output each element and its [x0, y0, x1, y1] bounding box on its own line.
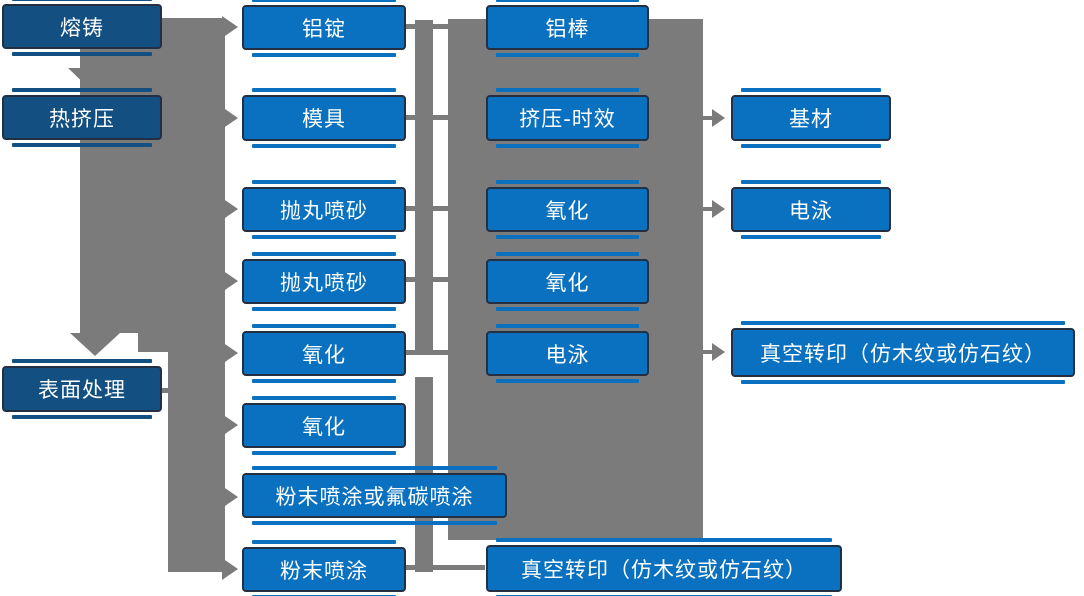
- arrow-to-oxidation-1-icon: [222, 342, 238, 364]
- connector-mid-bar-upper: [415, 20, 433, 353]
- arrow-to-vacuum-print-2-icon: [712, 343, 725, 361]
- connector-stub-row-electro1: [406, 350, 448, 355]
- connector-band-left-main: [80, 18, 225, 333]
- node-powder-coating: 粉末喷涂: [242, 540, 406, 596]
- arrow-to-aluminum-ingot-icon: [222, 16, 238, 38]
- node-shot-blast-sandblast-1: 抛丸喷砂: [242, 180, 406, 239]
- node-shot-blast-sandblast-2: 抛丸喷砂: [242, 252, 406, 311]
- connector-stub-row-mold: [406, 115, 448, 120]
- connector-tail-vacuum2: [703, 350, 713, 354]
- node-surface-treatment: 表面处理: [2, 359, 162, 419]
- connector-stub-surface-treatment: [160, 388, 180, 393]
- connector-stub-row-oxidation3: [406, 206, 448, 211]
- node-oxidation-2: 氧化: [242, 396, 406, 455]
- connector-stub-row-oxidation4: [406, 277, 448, 282]
- arrow-to-powder-coating-icon: [222, 558, 238, 580]
- node-extrusion-aging: 挤压-时效: [486, 88, 649, 148]
- connector-stub-row-bottom: [406, 565, 485, 570]
- arrow-to-powder-fluoro-icon: [222, 486, 238, 508]
- node-vacuum-transfer-print-2: 真空转印（仿木纹或仿石纹）: [731, 321, 1075, 384]
- node-oxidation-3: 氧化: [486, 180, 649, 239]
- node-base-material: 基材: [731, 88, 891, 148]
- arrow-to-mold-icon: [222, 107, 238, 129]
- node-aluminum-rod: 铝棒: [486, 0, 649, 57]
- node-vacuum-transfer-print-1: 真空转印（仿木纹或仿石纹）: [486, 538, 842, 596]
- node-electrophoresis-1: 电泳: [486, 324, 649, 383]
- arrow-to-oxidation-2-icon: [222, 414, 238, 436]
- node-oxidation-1: 氧化: [242, 324, 406, 383]
- node-oxidation-4: 氧化: [486, 252, 649, 311]
- node-hot-extrusion: 热挤压: [2, 88, 162, 147]
- connector-stub-row-ingot: [406, 24, 448, 29]
- connector-tail-electro2: [703, 207, 713, 211]
- arrow-to-shotblast-1-icon: [222, 198, 238, 220]
- node-aluminum-ingot: 铝锭: [242, 0, 406, 57]
- connector-tail-base-material: [703, 116, 713, 120]
- arrow-to-base-material-icon: [712, 109, 725, 127]
- arrow-to-hot-extrusion-icon: [68, 68, 114, 90]
- node-mold: 模具: [242, 88, 406, 148]
- arrow-to-shotblast-2-icon: [222, 270, 238, 292]
- node-melting-casting: 熔铸: [2, 0, 162, 56]
- connector-band-left-lower: [168, 333, 225, 572]
- arrow-to-surface-treatment-icon: [70, 333, 120, 356]
- node-electrophoresis-2: 电泳: [731, 180, 891, 239]
- arrow-to-electrophoresis-2-icon: [712, 200, 725, 218]
- node-powder-or-fluorocarbon-coating: 粉末喷涂或氟碳喷涂: [242, 466, 507, 525]
